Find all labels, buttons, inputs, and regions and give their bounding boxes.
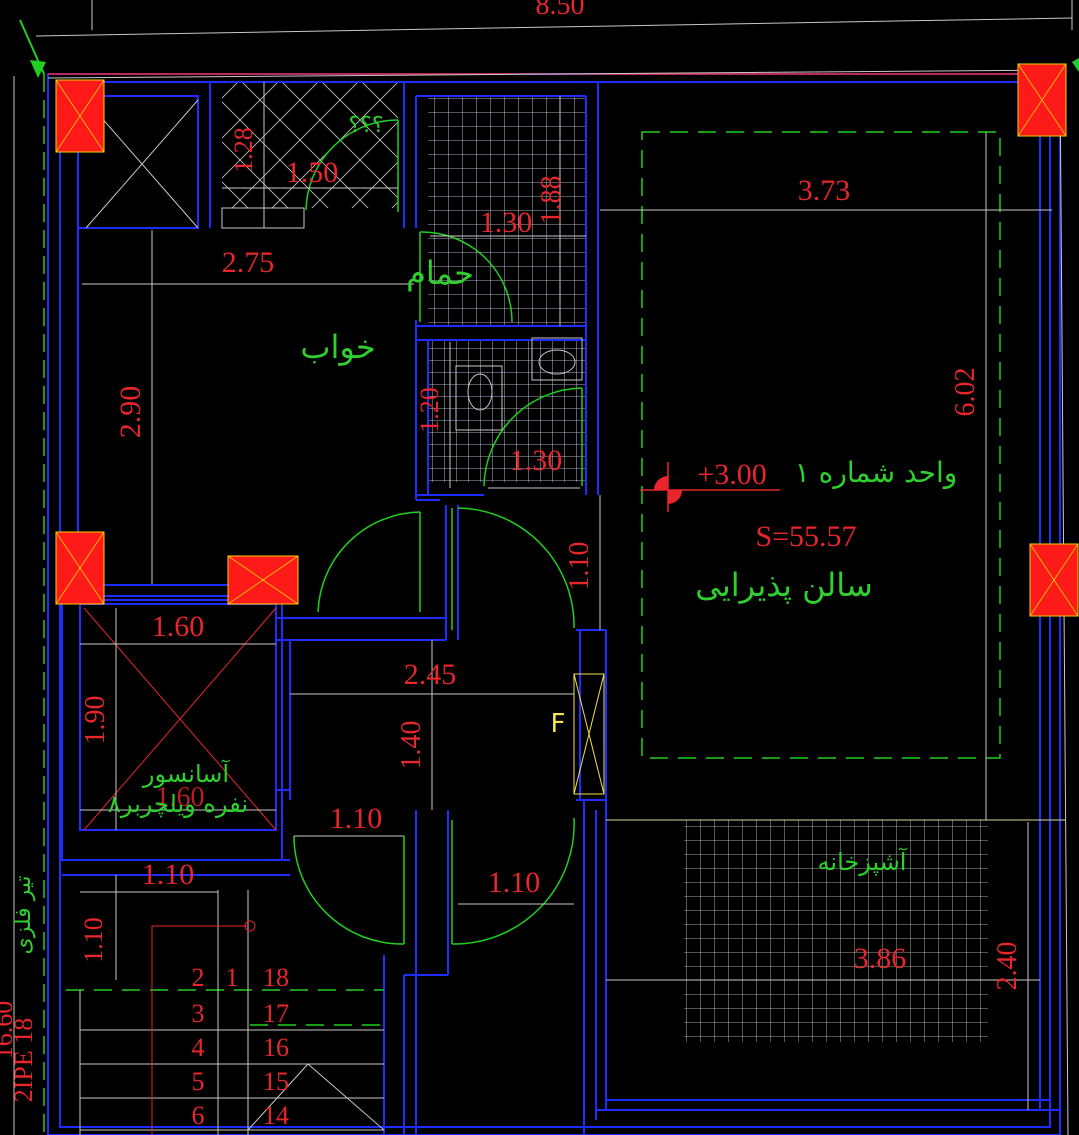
stair-number-left: 6 [192, 1101, 205, 1130]
label-bedroom: خواب [300, 328, 375, 366]
hall-dashed-outline [66, 131, 1001, 1026]
dim-balcony-width: 1.50 [286, 156, 339, 189]
stair-number-left: 2 [192, 963, 205, 992]
door-arcs [293, 119, 583, 945]
stair-number-first: 1 [226, 963, 239, 992]
level-marker [640, 462, 780, 512]
room-labels: حمام خواب واحد شماره ۱ سالن پذیرایی آسان… [9, 113, 957, 1102]
dim-top-overall: 8.50 [536, 0, 585, 21]
stair-number-right: 18 [263, 963, 289, 992]
dim-wc-height: 1.20 [415, 387, 444, 433]
dim-door-width-left: 1.10 [330, 802, 383, 835]
dim-left-edge: 16.60 [0, 1001, 18, 1060]
dim-kitchen-width: 3.86 [854, 942, 907, 975]
dimension-lines [80, 82, 1052, 1110]
dimension-texts: 8.50 1.28 1.50 1.88 1.30 3.73 2.75 2.90 … [0, 0, 1023, 1059]
dim-bedroom-height: 2.90 [114, 386, 147, 439]
dim-bath-height: 1.88 [536, 176, 567, 225]
label-ipe: 2IPE 18 [9, 1018, 38, 1103]
dim-elevator-height: 1.90 [80, 696, 111, 745]
stair-number-left: 5 [192, 1067, 205, 1096]
dim-kitchen-height: 2.40 [992, 942, 1023, 991]
stair-numbers: 2 3 4 5 6 1 18 17 16 15 14 [192, 963, 290, 1130]
stair-number-left: 3 [192, 999, 205, 1028]
dim-hall-height: 6.02 [950, 368, 981, 417]
staircase [79, 890, 385, 1135]
column-cross-line [55, 79, 105, 153]
label-elevator: آسانسور [142, 759, 231, 788]
stair-number-right: 16 [263, 1033, 289, 1062]
dim-stair-width: 1.10 [142, 858, 195, 891]
column-cross-line [1017, 63, 1067, 137]
wc-floor-tiles [428, 340, 586, 482]
stair-number-right: 14 [263, 1101, 289, 1130]
dim-corridor-width: 2.45 [404, 658, 457, 691]
dim-hall-width: 3.73 [798, 174, 851, 207]
column-cross-line [1029, 543, 1079, 617]
kitchen-floor-tiles [684, 820, 988, 1042]
dim-stair-landing: 1.10 [79, 917, 108, 963]
dim-wc-width: 1.30 [510, 444, 563, 477]
label-unit: واحد شماره ۱ [795, 456, 958, 489]
stair-number-right: 17 [263, 999, 289, 1028]
dim-balcony-height: 1.28 [229, 127, 258, 173]
dim-elevator-width: 1.60 [152, 610, 205, 643]
dim-door-width-right: 1.10 [488, 866, 541, 899]
top-dimension-line [19, 0, 1079, 78]
dim-elevator-width-lower: 1.60 [156, 782, 205, 813]
label-hall: سالن پذیرایی [695, 566, 873, 604]
area-value: S=55.57 [755, 520, 856, 553]
label-left-vertical: تیر فلزی [11, 875, 36, 954]
label-elevator-capacity: ۸نفره ویلچربر [108, 790, 248, 818]
column-cross-line [227, 555, 299, 605]
level-value: +3.00 [697, 458, 766, 491]
dim-bath-width: 1.30 [480, 206, 533, 239]
dim-bedroom-width: 2.75 [222, 246, 275, 279]
dim-corridor-depth: 1.40 [396, 721, 427, 770]
label-balcony: ؟؟؟ [348, 113, 383, 138]
dim-corridor-height: 1.10 [564, 542, 595, 591]
stair-number-right: 15 [263, 1067, 289, 1096]
label-shaft: F [551, 709, 566, 739]
label-kitchen: آشپزخانه [818, 847, 908, 876]
stair-number-left: 4 [192, 1033, 205, 1062]
column-cross-line [55, 531, 105, 605]
label-bath: حمام [406, 254, 474, 292]
columns [55, 63, 1079, 617]
